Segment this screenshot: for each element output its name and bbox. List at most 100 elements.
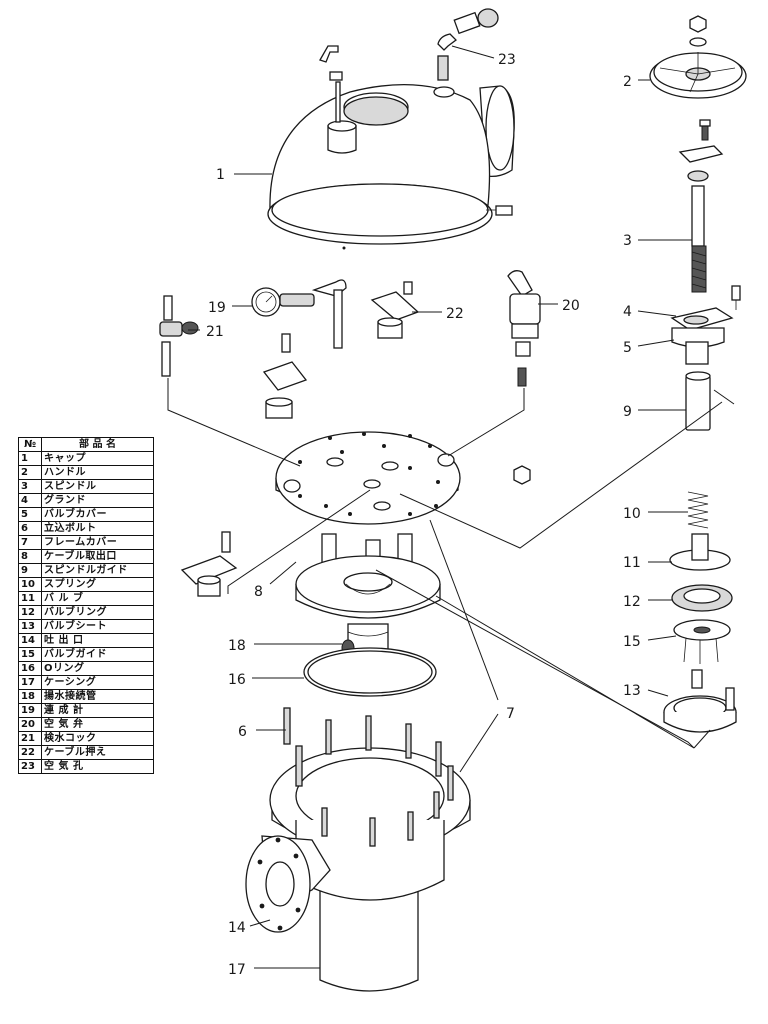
part-number: 8 bbox=[18, 549, 42, 564]
part-number: 21 bbox=[18, 731, 42, 746]
part-name: 吐 出 口 bbox=[41, 633, 154, 648]
part-12-valve-ring bbox=[671, 584, 733, 612]
part-number: 17 bbox=[18, 675, 42, 690]
part-14-outlet bbox=[245, 835, 331, 933]
part-22-cable-retainer bbox=[262, 281, 420, 419]
callout-23: 23 bbox=[498, 52, 516, 68]
callout-6: 6 bbox=[238, 724, 247, 740]
part-number: 20 bbox=[18, 717, 42, 732]
callout-2: 2 bbox=[623, 74, 632, 90]
part-name: スピンドルガイド bbox=[41, 563, 154, 578]
part-name: ハンドル bbox=[41, 465, 154, 480]
callout-numbers: 1 2 3 4 5 6 7 8 9 10 11 12 13 14 15 16 1… bbox=[206, 52, 641, 978]
callout-10: 10 bbox=[623, 506, 641, 522]
part-4-gland bbox=[670, 285, 741, 331]
part-10-spring bbox=[687, 491, 709, 529]
part-number: 12 bbox=[18, 605, 42, 620]
part-20-air-valve bbox=[507, 270, 541, 387]
part-name: ケーシング bbox=[41, 675, 154, 690]
callout-16: 16 bbox=[228, 672, 246, 688]
part-name: 検水コック bbox=[41, 731, 154, 746]
part-name: スプリング bbox=[41, 577, 154, 592]
header-part-name: 部 品 名 bbox=[41, 437, 154, 452]
part-name: バルブガイド bbox=[41, 647, 154, 662]
callout-17: 17 bbox=[228, 962, 246, 978]
part-1-cap bbox=[267, 45, 515, 250]
part-number: 2 bbox=[18, 465, 42, 480]
part-number: 7 bbox=[18, 535, 42, 550]
callout-21: 21 bbox=[206, 324, 224, 340]
callout-15: 15 bbox=[623, 634, 641, 650]
part-number: 18 bbox=[18, 689, 42, 704]
part-name: キャップ bbox=[41, 451, 154, 466]
callout-20: 20 bbox=[562, 298, 580, 314]
part-19-compound-gauge bbox=[251, 279, 347, 349]
callout-9: 9 bbox=[623, 404, 632, 420]
part-9-spindle-guide bbox=[685, 371, 735, 431]
part-name: バルブリング bbox=[41, 605, 154, 620]
header-number: № bbox=[18, 437, 42, 452]
part-name: フレームカバー bbox=[41, 535, 154, 550]
part-number: 15 bbox=[18, 647, 42, 662]
part-5-valve-cover bbox=[671, 327, 725, 365]
part-16-o-ring bbox=[303, 647, 437, 697]
part-number: 11 bbox=[18, 591, 42, 606]
part-name: 立込ボルト bbox=[41, 521, 154, 536]
callout-12: 12 bbox=[623, 594, 641, 610]
callout-22: 22 bbox=[446, 306, 464, 322]
part-11-valve bbox=[669, 533, 731, 571]
part-15-valve-guide bbox=[673, 619, 731, 664]
part-number: 16 bbox=[18, 661, 42, 676]
part-number: 14 bbox=[18, 633, 42, 648]
callout-14: 14 bbox=[228, 920, 246, 936]
part-name: グランド bbox=[41, 493, 154, 508]
part-number: 6 bbox=[18, 521, 42, 536]
part-6-stud-bolts bbox=[283, 707, 454, 847]
callout-1: 1 bbox=[216, 167, 225, 183]
part-name: バ ル ブ bbox=[41, 591, 154, 606]
callout-4: 4 bbox=[623, 304, 632, 320]
part-name: ケーブル取出口 bbox=[41, 549, 154, 564]
part-name: ケーブル押え bbox=[41, 745, 154, 760]
part-3-spindle bbox=[691, 185, 707, 293]
part-number: 13 bbox=[18, 619, 42, 634]
part-21-test-cock bbox=[159, 295, 199, 377]
part-name: Oリング bbox=[41, 661, 154, 676]
part-number: 5 bbox=[18, 507, 42, 522]
part-number: 10 bbox=[18, 577, 42, 592]
part-7-frame-cover bbox=[275, 431, 461, 619]
part-number: 1 bbox=[18, 451, 42, 466]
part-name: スピンドル bbox=[41, 479, 154, 494]
parts-table-header: № 部 品 名 bbox=[18, 437, 154, 452]
part-2-handle bbox=[649, 15, 747, 182]
callout-7: 7 bbox=[506, 706, 515, 722]
part-name: 連 成 計 bbox=[41, 703, 154, 718]
part-name: 揚水接続管 bbox=[41, 689, 154, 704]
part-number: 3 bbox=[18, 479, 42, 494]
callout-19: 19 bbox=[208, 300, 226, 316]
part-name: 空 気 弁 bbox=[41, 717, 154, 732]
